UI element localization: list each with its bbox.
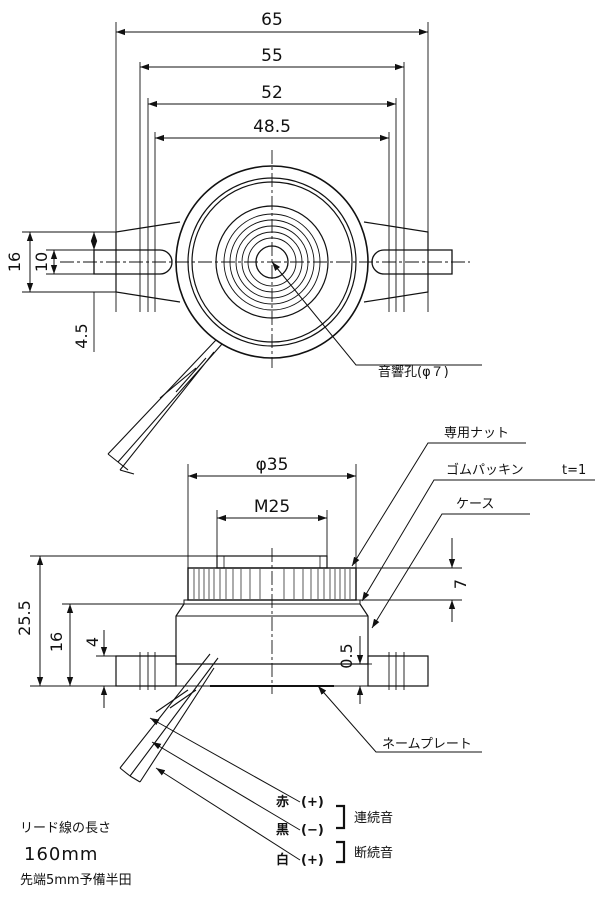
black-wire-label: 黒 — [276, 822, 289, 838]
continuous-bracket — [336, 804, 346, 830]
gasket-label: ゴムパッキン — [446, 462, 524, 478]
top-view-labels: 65 55 52 48.5 16 10 4.5 音響孔(φ７) — [5, 10, 449, 380]
dim-16-top: 16 — [5, 252, 24, 272]
gasket-thickness: t=1 — [562, 463, 586, 478]
case-leader — [371, 513, 530, 629]
gasket-leader — [361, 479, 595, 602]
dim-4-5: 4.5 — [72, 323, 91, 348]
nut-knurling — [193, 569, 351, 599]
lead-length-value: 160mm — [24, 844, 98, 865]
sound-hole — [255, 245, 289, 279]
dim-10-top: 10 — [32, 252, 51, 272]
intermittent-label: 断続音 — [354, 845, 393, 861]
mounting-foot-right — [367, 655, 429, 687]
mounting-foot-left — [115, 655, 177, 687]
black-wire-polarity: (−) — [301, 823, 324, 838]
side-view — [30, 442, 595, 864]
sound-hole-label: 音響孔(φ７) — [378, 364, 449, 380]
inner-ring — [187, 177, 357, 347]
red-wire-label: 赤 — [276, 794, 289, 810]
top-view-wires — [107, 339, 223, 475]
dim-7: 7 — [451, 579, 470, 589]
continuous-label: 連続音 — [354, 810, 393, 826]
case-body — [175, 603, 369, 665]
dim-dia35: φ35 — [256, 455, 289, 475]
red-wire-polarity: (+) — [301, 795, 324, 810]
inner-ring-2 — [191, 181, 353, 343]
right-slot — [371, 249, 453, 275]
hole-leader — [271, 261, 482, 366]
side-wires — [119, 653, 219, 783]
dim-52: 52 — [261, 83, 283, 103]
red-wire-leader — [149, 717, 301, 803]
case-label: ケース — [456, 497, 494, 512]
nameplate-label: ネームプレート — [382, 737, 472, 752]
black-wire-leader — [151, 741, 301, 831]
side-view-labels: φ35 M25 25.5 16 4 7 0.5 専用ナット ゴムパッキン t=1… — [15, 426, 586, 888]
left-slot — [93, 249, 173, 275]
white-wire-polarity: (+) — [301, 853, 324, 868]
dim-4: 4 — [83, 637, 102, 647]
nut-label: 専用ナット — [444, 426, 509, 441]
white-wire-label: 白 — [276, 852, 289, 868]
outer-body — [175, 165, 369, 359]
gasket — [183, 599, 361, 605]
dim-55: 55 — [261, 46, 283, 66]
lead-tip-note: 先端5mm予備半田 — [20, 872, 132, 888]
dim-48-5: 48.5 — [253, 117, 291, 137]
lead-length-title: リード線の長さ — [20, 820, 111, 836]
white-wire-leader — [155, 767, 301, 861]
dim-65: 65 — [261, 10, 283, 30]
dim-25-5: 25.5 — [15, 600, 34, 636]
dim-m25: M25 — [254, 497, 290, 517]
nut-leader — [351, 442, 526, 567]
nameplate-leader — [317, 685, 482, 753]
dim-16-side: 16 — [47, 632, 66, 652]
top-view — [22, 22, 482, 475]
intermittent-bracket — [336, 840, 346, 864]
dim-0-5: 0.5 — [337, 643, 356, 668]
